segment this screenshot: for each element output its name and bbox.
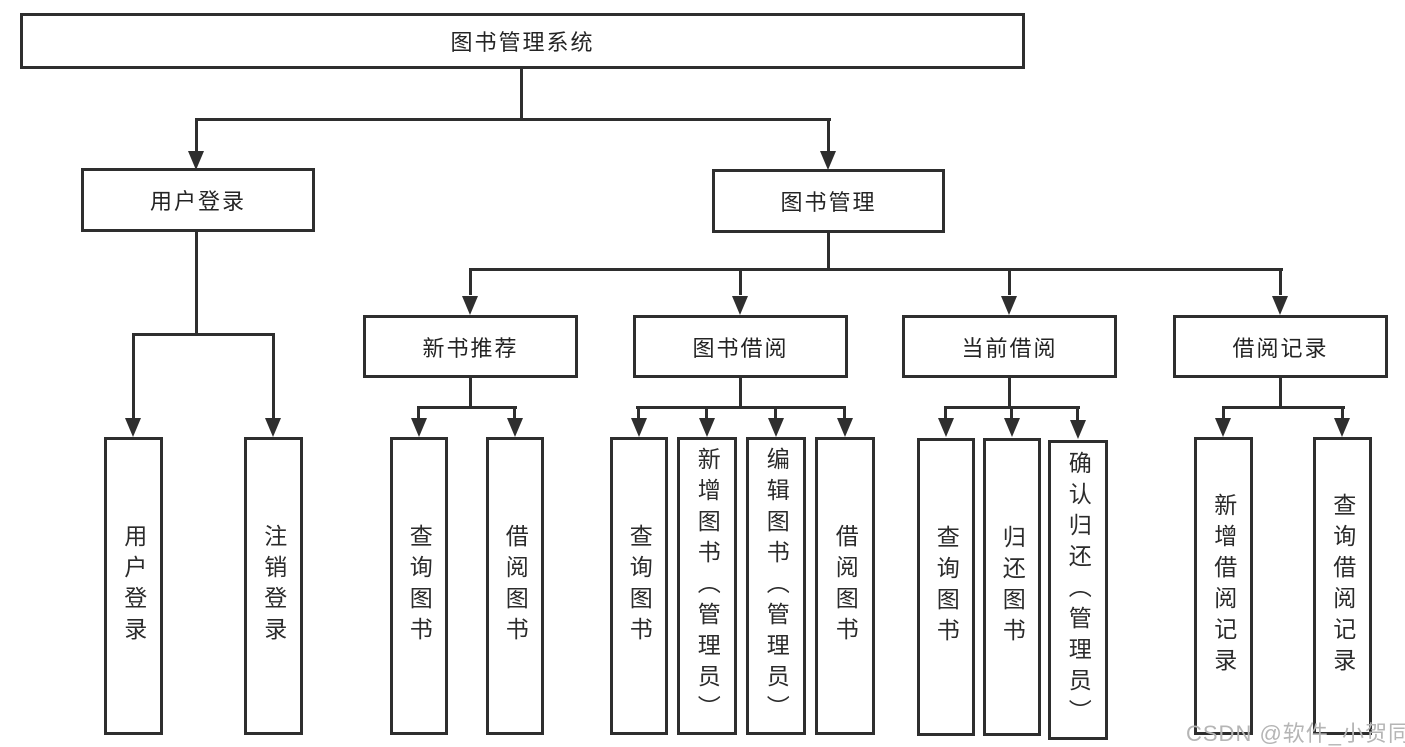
- arrowhead-down: [125, 418, 141, 437]
- node-label: 借阅记录: [1232, 335, 1329, 361]
- connector-line: [469, 268, 472, 295]
- arrowhead-down: [1272, 296, 1288, 315]
- node-label: 当前借阅: [961, 335, 1058, 361]
- connector-line: [1008, 378, 1011, 409]
- connector-line: [1222, 406, 1225, 420]
- connector-line: [774, 406, 777, 420]
- node-library-system: 图书管理系统: [20, 13, 1025, 69]
- connector-line: [1279, 378, 1282, 409]
- arrowhead-down: [507, 418, 523, 437]
- leaf-query-book-recommend: 查询图书: [390, 437, 448, 735]
- leaf-logout: 注销登录: [244, 437, 303, 735]
- watermark: CSDN @软件_小贺同学: [1186, 721, 1405, 746]
- node-label: 用户登录: [149, 189, 246, 214]
- connector-line: [513, 406, 516, 420]
- node-new-book-recommend: 新书推荐: [363, 315, 578, 378]
- arrowhead-down: [1215, 418, 1231, 437]
- arrowhead-down: [837, 418, 853, 437]
- connector-line: [1076, 406, 1079, 422]
- leaf-return-book: 归还图书: [983, 438, 1041, 736]
- connector-line: [132, 333, 275, 336]
- leaf-query-book-current: 查询图书: [917, 438, 975, 736]
- leaf-confirm-return-admin: 确认归还（管理员）: [1048, 440, 1108, 740]
- leaf-borrow-book-borrowsec: 借阅图书: [815, 437, 875, 735]
- connector-line: [272, 333, 275, 418]
- connector-line: [195, 118, 831, 121]
- arrowhead-down: [699, 418, 715, 437]
- arrowhead-down: [1004, 418, 1020, 437]
- connector-line: [827, 118, 830, 154]
- node-label: 借阅图书: [832, 524, 859, 648]
- connector-line: [1008, 268, 1011, 295]
- connector-line: [827, 233, 830, 271]
- node-label: 查询图书: [406, 524, 433, 648]
- connector-line: [1279, 268, 1282, 295]
- node-label: 新增借阅记录: [1210, 493, 1237, 679]
- connector-line: [195, 232, 198, 335]
- connector-line: [637, 406, 640, 420]
- connector-line: [469, 378, 472, 409]
- arrowhead-down: [768, 418, 784, 437]
- node-book-borrow: 图书借阅: [633, 315, 848, 378]
- connector-line: [469, 268, 1283, 271]
- leaf-add-borrow-record: 新增借阅记录: [1194, 437, 1253, 735]
- connector-line: [843, 406, 846, 420]
- connector-line: [1341, 406, 1344, 420]
- connector-line: [739, 378, 742, 409]
- connector-line: [417, 406, 420, 420]
- node-label: 查询图书: [626, 524, 653, 648]
- connector-line: [705, 406, 708, 420]
- node-label: 新书推荐: [422, 335, 519, 361]
- node-label: 确认归还（管理员）: [1065, 450, 1092, 730]
- arrowhead-down: [1070, 420, 1086, 439]
- arrowhead-down: [938, 418, 954, 437]
- arrowhead-down: [265, 418, 281, 437]
- node-label: 注销登录: [260, 524, 287, 648]
- connector-line: [520, 68, 523, 120]
- arrowhead-down: [1334, 418, 1350, 437]
- connector-line: [944, 406, 947, 420]
- leaf-user-login: 用户登录: [104, 437, 163, 735]
- connector-line: [739, 268, 742, 295]
- arrowhead-down: [631, 418, 647, 437]
- leaf-query-borrow-record: 查询借阅记录: [1313, 437, 1372, 735]
- arrowhead-down: [188, 151, 204, 170]
- node-label: 编辑图书（管理员）: [763, 446, 790, 726]
- arrowhead-down: [411, 418, 427, 437]
- leaf-borrow-book-recommend: 借阅图书: [486, 437, 544, 735]
- node-label: 用户登录: [120, 524, 147, 648]
- arrowhead-down: [1001, 296, 1017, 315]
- leaf-query-book-borrowsec: 查询图书: [610, 437, 668, 735]
- connector-line: [1010, 406, 1013, 420]
- node-book-management: 图书管理: [712, 169, 945, 233]
- node-borrow-record: 借阅记录: [1173, 315, 1388, 378]
- node-current-borrow: 当前借阅: [902, 315, 1117, 378]
- arrowhead-down: [732, 296, 748, 315]
- connector-line: [195, 118, 198, 154]
- node-label: 归还图书: [999, 525, 1026, 649]
- arrowhead-down: [820, 151, 836, 170]
- node-label: 借阅图书: [502, 524, 529, 648]
- node-label: 查询借阅记录: [1329, 493, 1356, 679]
- node-label: 图书管理: [780, 190, 877, 215]
- node-label: 图书管理系统: [450, 30, 595, 55]
- connector-line: [132, 333, 135, 418]
- node-label: 查询图书: [933, 525, 960, 649]
- node-user-login: 用户登录: [81, 168, 315, 232]
- leaf-edit-book-admin: 编辑图书（管理员）: [746, 437, 806, 735]
- arrowhead-down: [462, 296, 478, 315]
- connector-line: [636, 406, 846, 409]
- connector-line: [1222, 406, 1345, 409]
- leaf-add-book-admin: 新增图书（管理员）: [677, 437, 737, 735]
- connector-line: [417, 406, 517, 409]
- node-label: 新增图书（管理员）: [694, 446, 721, 726]
- node-label: 图书借阅: [692, 335, 789, 361]
